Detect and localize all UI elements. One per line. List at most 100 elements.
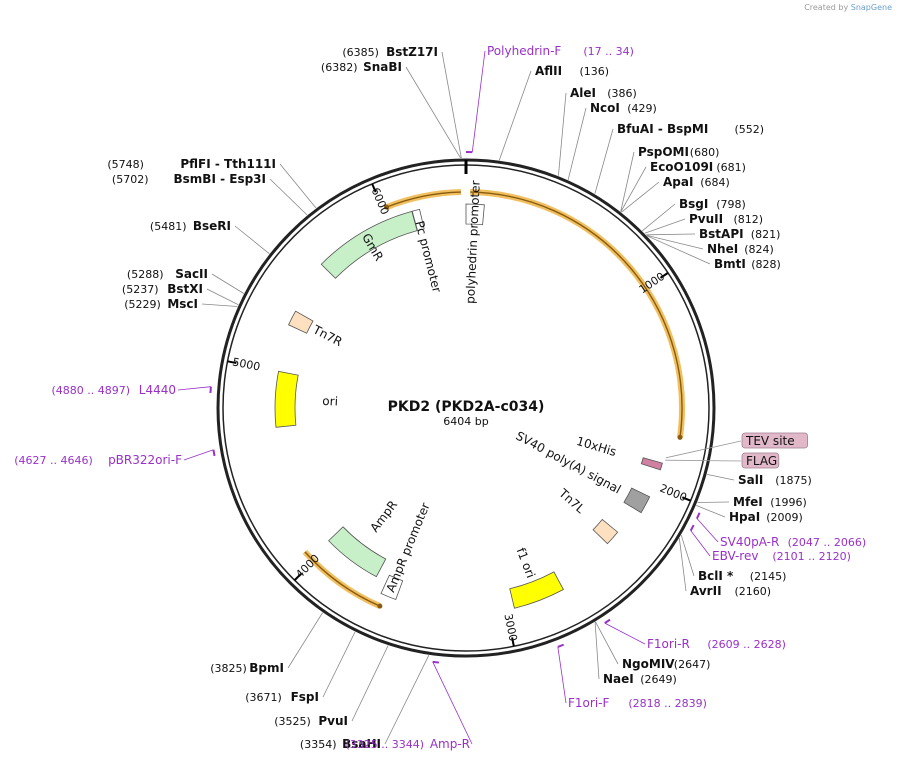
tick-label: 2000 [658, 482, 689, 505]
enzyme-leader [498, 70, 532, 161]
primer-range: (4880 .. 4897) [51, 384, 130, 397]
enzyme-name: PvuII [689, 212, 723, 226]
enzyme-leader [201, 303, 238, 307]
enzyme-name: MscI [167, 297, 198, 311]
enzyme-leader [384, 655, 430, 745]
tick-label: 3000 [501, 613, 519, 643]
enzyme-pos: (5748) [107, 158, 144, 171]
enzyme-leader [594, 622, 600, 680]
feature-polyhedrin-promoter [465, 203, 485, 226]
primer-leader [177, 386, 211, 391]
enzyme-name: NcoI [590, 101, 620, 115]
primer-bar [604, 618, 611, 624]
feature-label: f1 ori [514, 546, 538, 580]
enzyme-leader [706, 474, 735, 481]
enzyme-leader [696, 505, 726, 518]
enzyme-pos: (5229) [124, 298, 161, 311]
enzyme-pos: (2145) [750, 570, 787, 583]
enzyme-name: BfuAI - BspMI [617, 122, 708, 136]
plasmid-size: 6404 bp [443, 415, 488, 428]
tick-mark [371, 183, 377, 193]
enzyme-name: BclI * [698, 569, 734, 583]
feature-label: SV40 poly(A) signal [513, 429, 623, 497]
enzyme-name: ApaI [663, 175, 693, 189]
primer-name: pBR322ori-F [108, 453, 182, 467]
enzyme-name: SalI [738, 473, 763, 487]
primer-leader [432, 661, 473, 745]
credit-prefix: Created by [804, 3, 849, 12]
primer-range: (3325 .. 3344) [345, 738, 424, 751]
tick-mark [293, 573, 302, 581]
enzyme-name: BsaHI [342, 737, 381, 751]
tag-box [741, 432, 808, 449]
enzyme-leader [642, 203, 676, 232]
feature-ampr-promoter [380, 574, 404, 601]
enzyme-name: SacII [175, 267, 208, 281]
plasmid-name: PKD2 (PKD2A-c034) [388, 399, 545, 415]
enzyme-pos: (2647) [674, 658, 711, 671]
enzyme-pos: (684) [700, 176, 730, 189]
tag-label: TEV site [745, 434, 795, 448]
primer-range: (4627 .. 4646) [14, 454, 93, 467]
enzyme-pos: (3525) [274, 715, 311, 728]
tick-label: 5000 [231, 355, 261, 373]
enzyme-name: PvuI [318, 714, 348, 728]
enzyme-name: BseRI [193, 219, 231, 233]
enzyme-leader [287, 612, 323, 669]
enzyme-name: BsgI [679, 197, 708, 211]
orf-arc-line [386, 191, 461, 208]
enzyme-pos: (552) [735, 123, 765, 136]
orf-arc-line [304, 551, 381, 607]
enzyme-pos: (6382) [321, 61, 358, 74]
primer-range: (17 .. 34) [583, 45, 634, 58]
enzyme-leader [405, 66, 461, 159]
enzyme-name: BsmBI - Esp3I [174, 172, 266, 186]
primer-bar [689, 524, 695, 532]
enzyme-pos: (821) [751, 228, 781, 241]
enzyme-pos: (5288) [127, 268, 164, 281]
feature-ampr [328, 526, 387, 578]
enzyme-leader [322, 631, 356, 698]
tag-label: FLAG [746, 454, 777, 468]
enzyme-pos: (6385) [342, 46, 379, 59]
enzyme-leader [234, 225, 270, 255]
enzyme-pos: (2160) [735, 585, 772, 598]
feature-label: Tn7R [310, 322, 345, 349]
primer-leader [183, 449, 214, 461]
feature-arcs [302, 189, 685, 609]
feature-ori [274, 370, 299, 428]
tag-box [741, 452, 780, 469]
feature-f1-ori [509, 571, 564, 609]
primer-name: F1ori-F [568, 696, 609, 710]
primer-leader [690, 530, 711, 557]
orf-arrow-tip [377, 603, 383, 609]
enzyme-name: BstXI [167, 282, 203, 296]
enzyme-pos: (386) [607, 87, 637, 100]
enzyme-name: FspI [291, 690, 319, 704]
enzyme-leader [620, 151, 635, 212]
enzyme-name: SnaBI [363, 60, 402, 74]
primer-bar [696, 512, 701, 519]
primer-name: L4440 [139, 383, 176, 397]
primer-name: SV40pA-R [720, 535, 779, 549]
primer-leader [696, 518, 719, 543]
enzyme-pos: (5237) [122, 283, 159, 296]
enzyme-sites: AflII(136)AleI(386)NcoI(429)BfuAI - BspM… [107, 45, 811, 751]
enzyme-leader [621, 181, 660, 213]
primer-bar [212, 449, 216, 457]
enzyme-pos: (5481) [150, 220, 187, 233]
snapgene-logo-text: SnapGene [850, 3, 892, 12]
enzyme-leader [269, 178, 308, 216]
primer-range: (2818 .. 2839) [628, 697, 707, 710]
feature-tn7l [592, 518, 619, 545]
tick-label: 6000 [369, 186, 392, 217]
enzyme-name: AflII [535, 64, 562, 78]
tick-mark [227, 360, 237, 365]
enzyme-pos: (136) [580, 65, 610, 78]
enzyme-leader [594, 128, 614, 194]
enzyme-pos: (2649) [640, 673, 677, 686]
primer-leader [471, 50, 486, 153]
enzyme-leader [558, 92, 567, 176]
enzyme-name: BmtI [714, 257, 746, 271]
enzyme-leader [646, 233, 696, 236]
